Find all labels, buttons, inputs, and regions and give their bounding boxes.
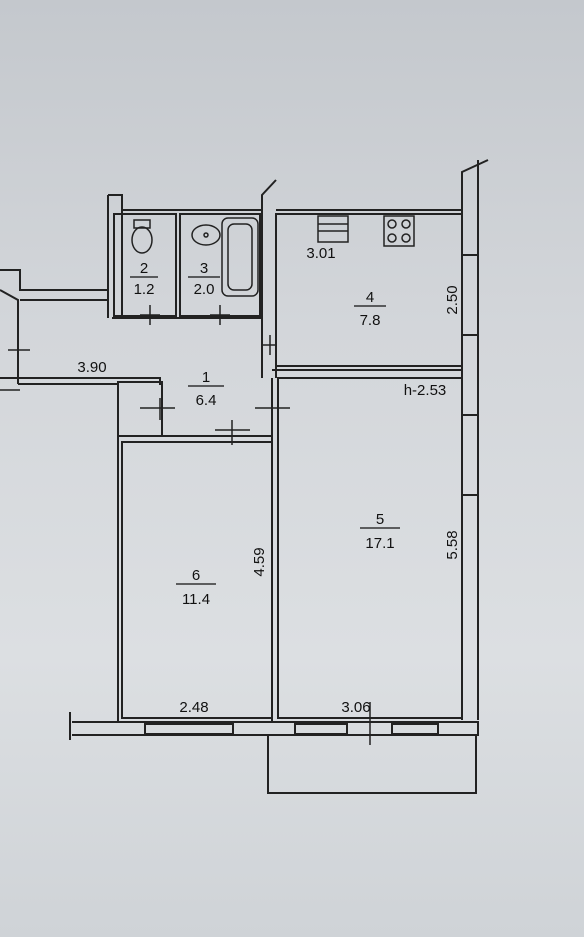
ceiling-height: h-2.53: [404, 382, 447, 399]
room-4-number: 4: [366, 289, 374, 306]
room-6-number: 6: [192, 567, 200, 584]
room-2-area: 1.2: [134, 281, 155, 298]
kitchen-depth: 2.50: [444, 285, 461, 314]
kitchen-width: 3.01: [306, 245, 335, 262]
dimension-labels: 3.90 3.01 2.50 h-2.53 5.58 3.06 4.59 2.4…: [77, 245, 461, 716]
room-5-depth: 5.58: [444, 530, 461, 559]
toilet-icon: [133, 219, 151, 229]
kitchen-sink-icon: [317, 215, 349, 243]
room-1-area: 6.4: [196, 392, 217, 409]
stove-icon: [383, 215, 415, 247]
room-6-width: 2.48: [179, 699, 208, 716]
bathtub-icon: [221, 217, 259, 297]
fixtures: [131, 215, 415, 297]
room-6-area: 11.4: [182, 591, 210, 608]
room-5-area: 17.1: [365, 535, 394, 552]
room-3-area: 2.0: [194, 281, 215, 298]
room-4-area: 7.8: [360, 312, 381, 329]
room-5-number: 5: [376, 511, 384, 528]
corridor-length: 3.90: [77, 359, 106, 376]
room-5-width: 3.06: [341, 699, 370, 716]
room-6-depth: 4.59: [251, 547, 268, 576]
sink-icon: [191, 224, 221, 246]
walls: [0, 159, 489, 794]
door-markers: [0, 305, 371, 745]
room-2-number: 2: [140, 260, 148, 277]
room-1-number: 1: [202, 369, 210, 386]
room-3-number: 3: [200, 260, 208, 277]
room-labels: 2 1.2 3 2.0 4 7.8 1 6.4 5 17.1 6 11.4: [130, 260, 400, 608]
